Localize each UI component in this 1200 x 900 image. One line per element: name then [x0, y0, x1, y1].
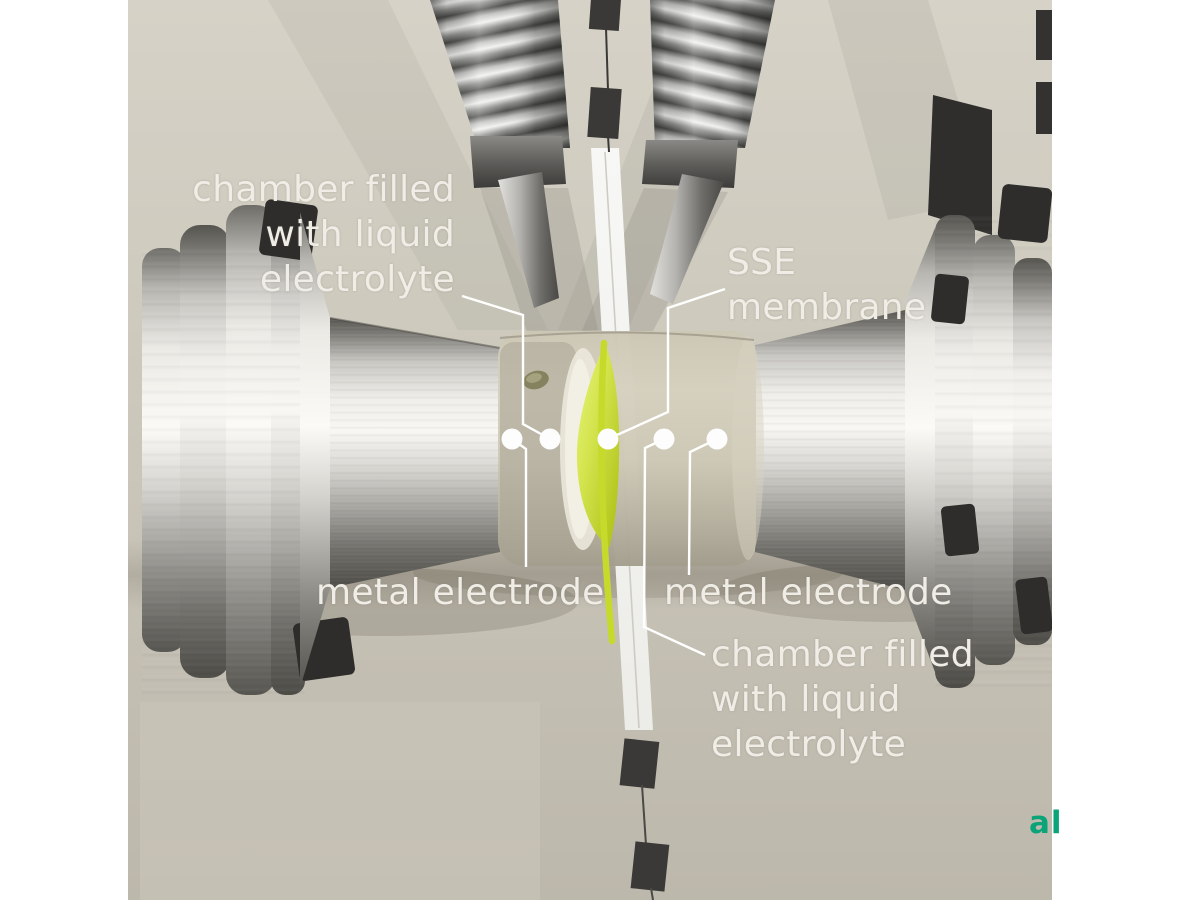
cell-apparatus-graphic — [128, 0, 1052, 900]
callout-dot-electrode-right — [706, 428, 728, 450]
sse-membrane-disc — [576, 344, 620, 548]
right-rod-collar — [642, 140, 738, 188]
top-right-bracket — [928, 95, 992, 235]
right-flange-lug-4 — [1015, 576, 1052, 635]
floor-panel — [140, 702, 540, 900]
sse-membrane — [576, 339, 620, 645]
watermark-text-fragment: al — [1029, 805, 1063, 841]
left-electrode-assembly — [142, 199, 501, 695]
callout-dot-electrode-left — [501, 428, 523, 450]
label-line: electrolyte — [259, 259, 455, 300]
callout-dots — [501, 428, 728, 450]
cell-housing — [498, 331, 764, 566]
right-flange-cone — [905, 228, 935, 672]
label-line: metal electrode — [316, 572, 605, 613]
housing-end-cap — [732, 336, 764, 560]
label-line: electrolyte — [711, 724, 907, 765]
right-feedthrough-pin — [650, 174, 724, 304]
label-chamber-top: chamber filled with liquid electrolyte — [192, 167, 455, 302]
label-line: with liquid — [711, 679, 901, 720]
callout-dot-membrane — [597, 428, 619, 450]
right-electrode-assembly — [755, 10, 1052, 688]
apparatus-3d-render — [128, 0, 1052, 900]
label-chamber-bottom: chamber filled with liquid electrolyte — [711, 632, 974, 767]
electrode-tip-through-wall — [500, 342, 576, 558]
right-feedthrough-rod — [580, 0, 775, 340]
label-metal-electrode-right: metal electrode — [664, 570, 953, 615]
axis-connectors-bottom — [619, 738, 670, 900]
sse-membrane-edge-line — [598, 339, 616, 645]
right-flange-lug-3 — [940, 503, 980, 557]
axis-connectors-top — [587, 0, 622, 153]
label-line: chamber filled — [192, 169, 455, 210]
right-flange-lug-1 — [997, 184, 1052, 243]
label-sse-membrane: SSE membrane — [727, 240, 926, 330]
left-feedthrough-rod — [430, 0, 598, 335]
leader-chamber-bottom — [642, 437, 706, 657]
leader-chamber-top — [461, 294, 551, 441]
leader-sse-membrane — [607, 287, 726, 441]
callout-dot-chamber-right — [653, 428, 675, 450]
callout-dot-chamber-left — [539, 428, 561, 450]
left-flange-cone — [300, 212, 330, 688]
label-line: metal electrode — [664, 572, 953, 613]
label-line: chamber filled — [711, 634, 974, 675]
frame-tab-top-2 — [1036, 82, 1052, 134]
label-line: membrane — [727, 287, 927, 328]
label-metal-electrode-left: metal electrode — [316, 570, 605, 615]
callout-leaders — [461, 287, 726, 657]
label-line: SSE — [727, 242, 797, 283]
right-flange-lug-2 — [931, 273, 969, 325]
label-line: with liquid — [265, 214, 455, 255]
frame-tab-top-1 — [1036, 10, 1052, 60]
left-feedthrough-pin — [498, 172, 559, 308]
